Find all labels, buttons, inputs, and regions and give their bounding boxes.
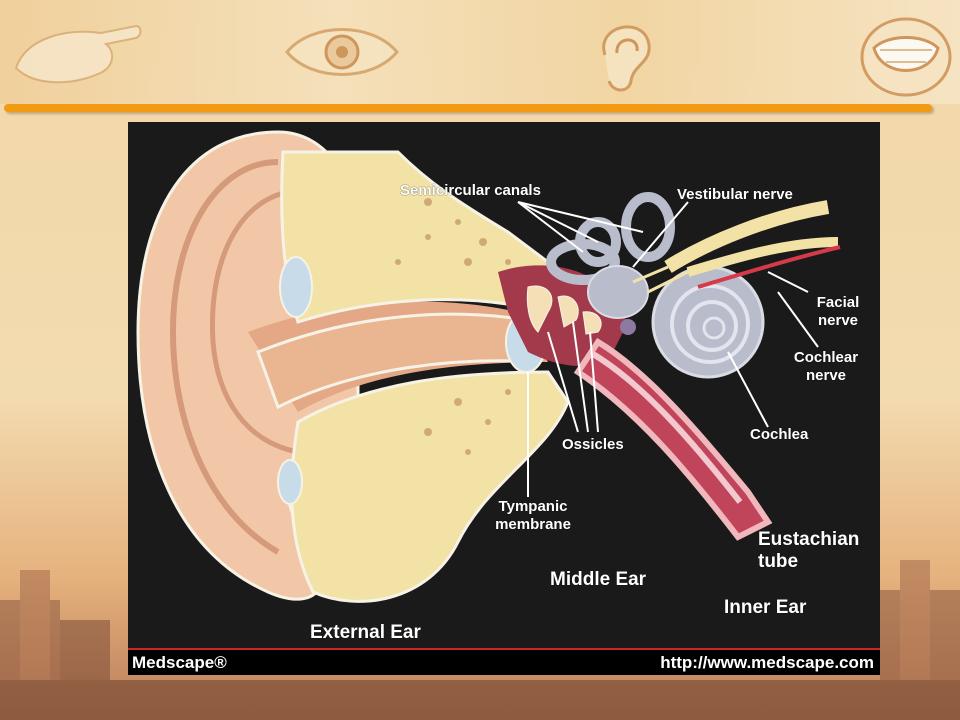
ear-anatomy-figure: Semicircular canals Vestibular nerve Fac… [128, 122, 880, 675]
ear-anatomy-illustration [136, 130, 841, 603]
label-middle-ear: Middle Ear [550, 569, 647, 590]
label-external-ear: External Ear [310, 622, 421, 643]
eustachian-tube-shape [573, 337, 773, 541]
ear-icon [602, 25, 651, 92]
figure-footer: Medscape® http://www.medscape.com [128, 648, 880, 675]
ossicles-shape [526, 285, 602, 335]
label-tympanic-membrane: Tympanic membrane [495, 498, 571, 533]
mouth-icon [860, 17, 952, 97]
label-vestibular-nerve: Vestibular nerve [677, 186, 793, 203]
eye-icon [285, 28, 399, 76]
cochlea-shape [651, 265, 765, 379]
slide-header-banner [0, 0, 960, 104]
label-inner-ear: Inner Ear [724, 597, 807, 618]
label-semicircular-canals: Semicircular canals [400, 182, 541, 199]
header-divider-bar [4, 104, 932, 112]
pointing-hand-icon [14, 24, 142, 84]
footer-url: http://www.medscape.com [660, 653, 874, 672]
label-ossicles: Ossicles [562, 436, 624, 453]
label-cochlea: Cochlea [750, 426, 809, 443]
label-cochlear-nerve: Cochlear nerve [793, 349, 859, 384]
nerves-shape [632, 200, 841, 294]
temporal-bone-lower [290, 370, 570, 603]
label-facial-nerve: Facial nerve [816, 294, 860, 329]
label-eustachian-tube: Eustachian tube [758, 529, 860, 572]
footer-brand: Medscape® [132, 653, 227, 672]
city-skyline-background [0, 560, 960, 720]
